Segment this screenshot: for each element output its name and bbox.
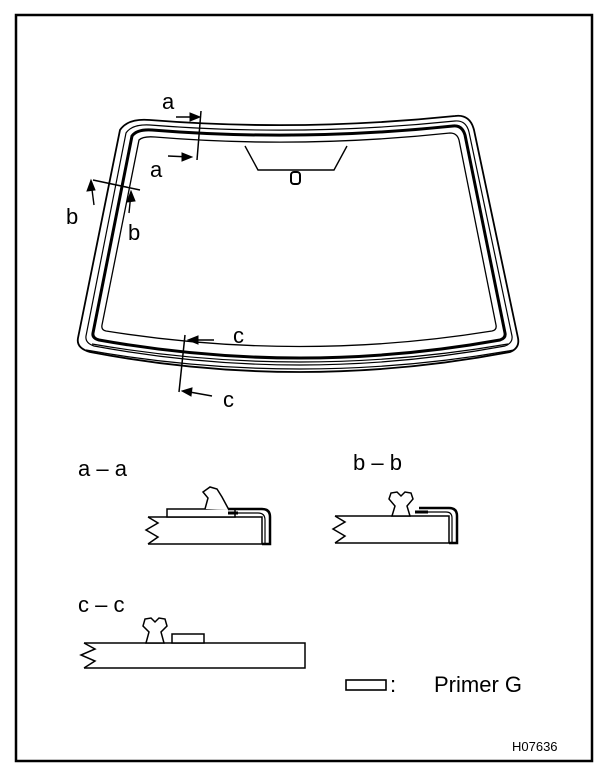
cross-section-c [79,617,306,669]
section-title-b: b – b [353,450,402,475]
label-b-left: b [66,204,78,229]
legend: : Primer G [345,672,522,697]
label-b-right: b [128,220,140,245]
cross-section-b [331,491,459,545]
label-c-top: c [233,323,244,348]
mirror-bracket-icon [290,171,301,185]
primer-legend-swatch [345,679,387,691]
cross-section-a [144,486,272,546]
figure-code: H07636 [512,739,558,754]
section-title-a: a – a [78,456,128,481]
label-a-bottom: a [150,157,163,182]
label-c-bottom: c [223,387,234,412]
section-marker-a [167,110,202,162]
section-marker-c [178,334,214,397]
legend-primer-label: Primer G [434,672,522,697]
primer-strip-c [171,633,205,644]
mirror-mount-area [244,145,348,185]
windshield-outline [76,114,520,373]
label-a-top: a [162,89,175,114]
section-title-c: c – c [78,592,124,617]
figure-border [14,13,594,763]
section-marker-b [86,178,141,214]
legend-colon: : [390,672,396,697]
